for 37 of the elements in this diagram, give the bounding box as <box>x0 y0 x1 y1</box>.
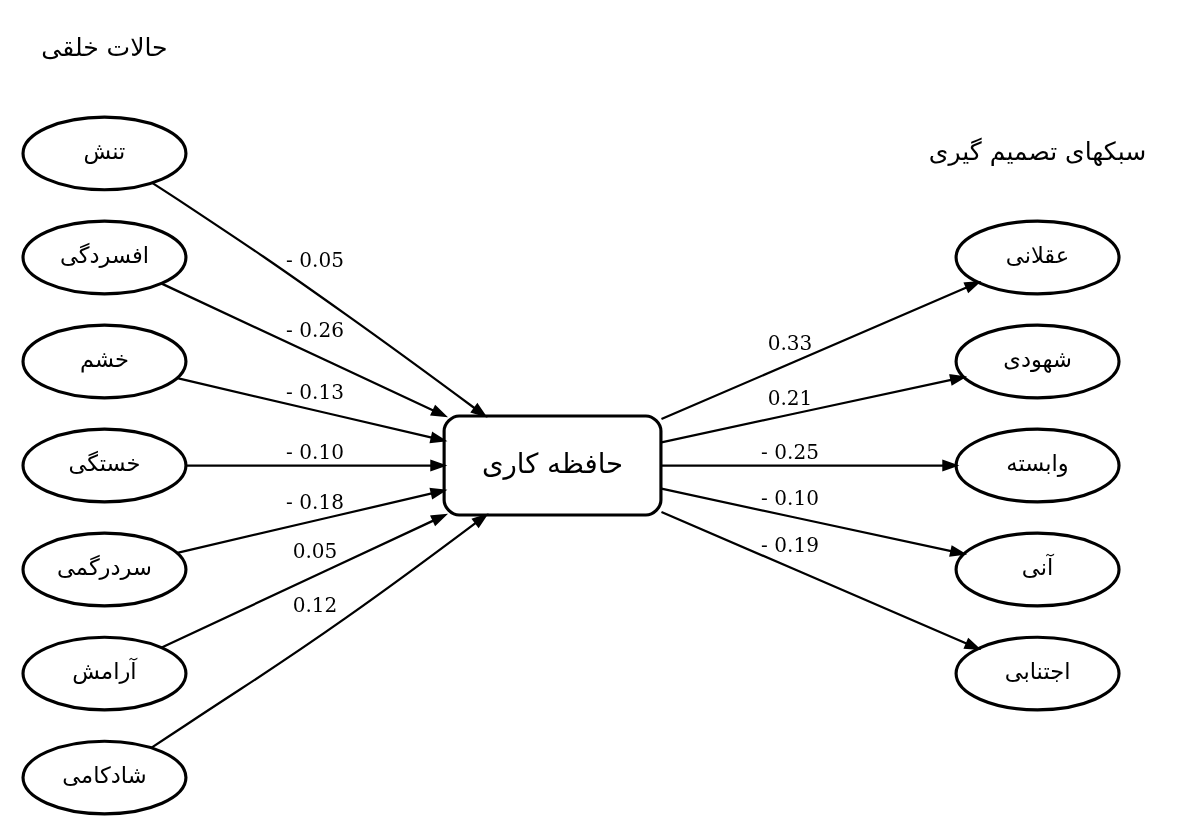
arrow <box>660 281 981 421</box>
edge-label: - 0.25 <box>760 439 819 464</box>
node-ellipse: آرامش <box>20 635 187 712</box>
arrow <box>176 487 447 554</box>
edge-label: 0.21 <box>767 386 812 411</box>
arrow <box>660 487 967 557</box>
label: سبکهای تصمیم گیری <box>928 136 1146 166</box>
arrow <box>151 182 488 418</box>
label: حالات خلقی <box>40 32 168 62</box>
arrow <box>150 513 489 749</box>
edge-label: - 0.18 <box>285 490 344 515</box>
node-ellipse: شهودی <box>954 323 1121 400</box>
arrow <box>160 282 448 418</box>
edge-label: 0.12 <box>292 592 337 617</box>
edge-label: - 0.10 <box>285 439 344 464</box>
node-ellipse: افسردگی <box>20 219 187 296</box>
edge-label: 0.33 <box>767 330 812 355</box>
arrow <box>176 377 447 444</box>
edge-label: - 0.26 <box>285 318 344 343</box>
node-ellipse: تنش <box>20 115 187 192</box>
arrow <box>660 459 959 472</box>
arrow <box>660 510 981 650</box>
edge-label: 0.05 <box>292 539 337 563</box>
node-ellipse: خشم <box>20 323 187 400</box>
edge-label: - 0.10 <box>760 486 819 511</box>
node-box: حافظه کاری <box>442 414 662 517</box>
node-ellipse: وابسته <box>954 427 1121 504</box>
arrow <box>160 513 448 649</box>
edge-label: - 0.13 <box>285 379 344 404</box>
edge-label: - 0.05 <box>285 248 344 273</box>
node-ellipse: شادکامی <box>20 739 187 816</box>
arrow <box>660 374 967 444</box>
arrow <box>185 459 447 472</box>
node-ellipse: آنی <box>954 531 1121 608</box>
node-ellipse: خستگی <box>20 427 187 504</box>
node-ellipse: سردرگمی <box>20 531 187 608</box>
edge-label: - 0.19 <box>760 532 819 557</box>
